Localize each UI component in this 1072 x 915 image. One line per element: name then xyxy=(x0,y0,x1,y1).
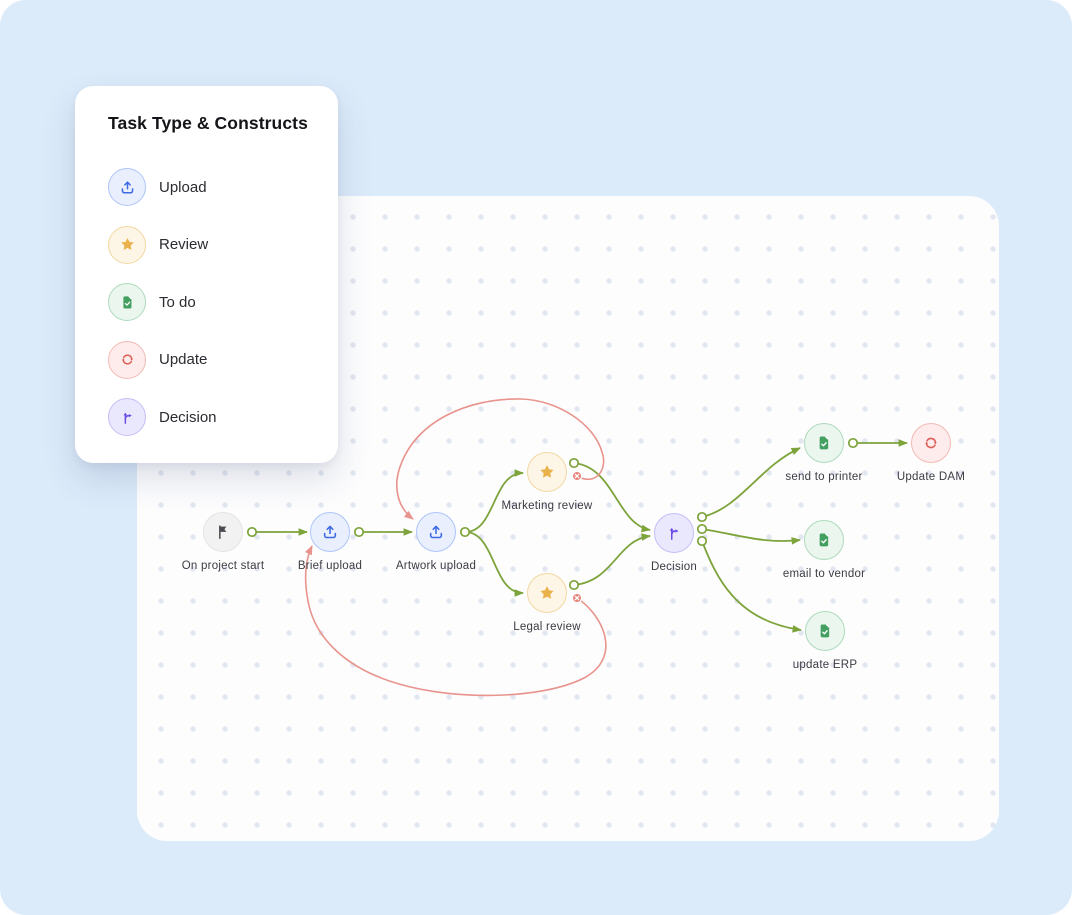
node-label-dam: Update DAM xyxy=(896,471,966,483)
node-label-marketing: Marketing review xyxy=(501,500,593,512)
node-label-vendor: email to vendor xyxy=(782,568,866,580)
task-doc-icon xyxy=(819,533,829,547)
upload-icon xyxy=(323,525,337,539)
legend-badge-decision xyxy=(108,398,146,436)
legend-item-update[interactable]: Update xyxy=(108,340,338,379)
legend-badge-upload xyxy=(108,168,146,206)
legend-item-label: Decision xyxy=(159,408,217,426)
node-label-decision: Decision xyxy=(650,561,698,573)
task-doc-icon xyxy=(820,624,830,638)
node-decision[interactable] xyxy=(654,513,694,553)
legend-item-label: Review xyxy=(159,236,209,253)
node-dam[interactable] xyxy=(911,423,951,463)
flag-icon xyxy=(219,525,227,539)
node-label-erp: update ERP xyxy=(792,659,858,671)
star-icon xyxy=(120,238,134,250)
node-label-brief: Brief upload xyxy=(297,560,363,572)
star-icon xyxy=(540,465,554,478)
legend-item-review[interactable]: Review xyxy=(108,225,338,264)
task-doc-icon xyxy=(122,295,131,309)
node-label-legal: Legal review xyxy=(513,621,581,633)
upload-icon xyxy=(121,180,133,193)
legend-item-label: Upload xyxy=(159,178,207,196)
legend-item-todo[interactable]: To do xyxy=(108,283,338,321)
refresh-icon xyxy=(925,437,937,449)
legend-badge-todo xyxy=(108,283,146,321)
node-label-printer: send to printer xyxy=(785,471,863,483)
upload-icon xyxy=(429,525,443,539)
star-icon xyxy=(540,586,554,599)
legend-badge-update xyxy=(108,340,146,379)
fork-icon xyxy=(669,527,679,540)
node-printer[interactable] xyxy=(804,423,844,463)
node-vendor[interactable] xyxy=(804,520,844,560)
legend-item-decision[interactable]: Decision xyxy=(108,398,338,436)
node-erp[interactable] xyxy=(805,611,845,651)
node-artwork[interactable] xyxy=(416,512,456,552)
legend-badge-review xyxy=(108,225,146,264)
legend-item-upload[interactable]: Upload xyxy=(108,168,338,206)
node-label-artwork: Artwork upload xyxy=(395,560,477,572)
legend-item-label: Update xyxy=(159,351,208,368)
fork-icon xyxy=(122,412,132,424)
node-brief[interactable] xyxy=(310,512,350,552)
refresh-icon xyxy=(121,354,133,365)
legend-item-label: To do xyxy=(159,293,196,311)
legend-title: Task Type & Constructs xyxy=(108,113,308,133)
node-legal[interactable] xyxy=(527,573,567,613)
node-marketing[interactable] xyxy=(527,452,567,492)
node-label-start: On project start xyxy=(181,560,265,572)
task-doc-icon xyxy=(819,436,829,450)
node-start[interactable] xyxy=(203,512,243,552)
